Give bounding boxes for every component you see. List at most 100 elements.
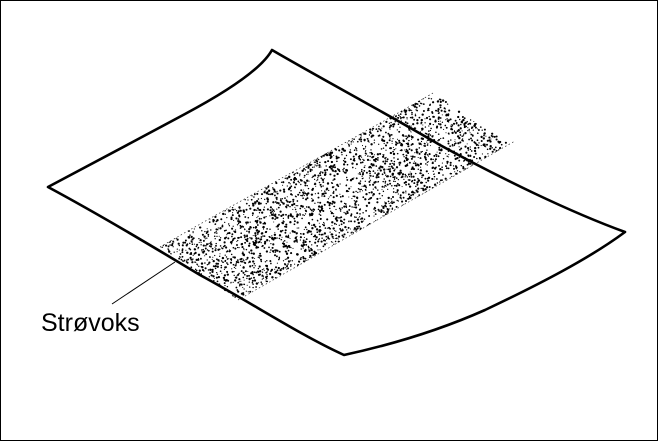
wax-speckle — [276, 225, 279, 228]
wax-speckle — [347, 231, 349, 234]
wax-speckle — [368, 183, 371, 186]
wax-speckle — [357, 187, 360, 190]
wax-speckle — [390, 202, 392, 204]
wax-speckle — [234, 229, 237, 231]
wax-speckle — [411, 111, 413, 114]
wax-speckle — [463, 168, 465, 170]
wax-speckle — [224, 284, 226, 287]
wax-speckle — [438, 146, 441, 149]
wax-speckle — [185, 249, 187, 251]
wax-speckle — [326, 168, 329, 171]
wax-speckle — [315, 159, 317, 162]
wax-speckle — [278, 250, 281, 253]
wax-speckle — [292, 181, 295, 184]
wax-speckle — [233, 274, 235, 277]
wax-speckle — [349, 179, 353, 182]
wax-speckle — [178, 257, 181, 260]
wax-speckle — [437, 171, 441, 175]
wax-speckle — [243, 249, 245, 251]
wax-speckle — [438, 112, 440, 114]
wax-speckle — [359, 218, 362, 220]
wax-speckle — [238, 206, 241, 209]
wax-speckle — [441, 179, 443, 182]
wax-speckle — [309, 230, 312, 233]
wax-speckle — [377, 208, 380, 211]
wax-speckle — [390, 166, 393, 168]
wax-speckle — [362, 196, 365, 199]
wax-speckle — [214, 231, 216, 234]
wax-speckle — [242, 286, 244, 288]
wax-speckle — [351, 198, 353, 200]
wax-speckle — [252, 213, 254, 215]
wax-speckle — [198, 265, 200, 267]
wax-speckle — [323, 221, 325, 224]
wax-speckle — [226, 262, 228, 264]
wax-speckle — [281, 236, 283, 238]
wax-speckle — [247, 216, 250, 219]
wax-speckle — [302, 214, 304, 216]
wax-speckle — [384, 204, 387, 207]
wax-speckle — [352, 155, 355, 158]
wax-speckle — [494, 146, 497, 149]
wax-speckle — [360, 170, 363, 173]
wax-speckle — [330, 151, 334, 154]
wax-speckle — [245, 248, 248, 251]
wax-speckle — [322, 185, 324, 187]
wax-speckle — [334, 229, 336, 232]
wax-speckle — [175, 237, 177, 239]
wax-speckle — [451, 143, 454, 146]
wax-speckle — [421, 172, 423, 174]
wax-speckle — [309, 208, 312, 211]
wax-speckle — [314, 238, 317, 241]
wax-speckle — [375, 176, 378, 179]
wax-speckle — [253, 193, 256, 196]
wax-speckle — [257, 215, 259, 217]
wax-speckle — [451, 175, 453, 178]
wax-speckle — [450, 127, 453, 131]
wax-speckle — [439, 123, 442, 126]
wax-speckle — [375, 220, 377, 222]
wax-speckle — [399, 196, 402, 199]
wax-speckle — [320, 205, 323, 208]
wax-speckle — [398, 139, 401, 142]
wax-speckle — [230, 282, 232, 284]
wax-speckle — [301, 194, 304, 197]
wax-speckle — [331, 169, 334, 172]
wax-speckle — [250, 198, 253, 201]
wax-speckle — [436, 100, 440, 103]
wax-speckle — [394, 180, 396, 183]
wax-speckle — [289, 221, 292, 224]
wax-speckle — [296, 241, 299, 243]
wax-speckle — [246, 256, 249, 259]
wax-speckle — [400, 149, 403, 152]
wax-speckle — [420, 166, 422, 168]
wax-speckle — [403, 135, 405, 137]
wax-speckle — [267, 185, 270, 188]
wax-speckle — [362, 147, 365, 150]
wax-speckle — [445, 165, 447, 168]
wax-speckle — [446, 162, 448, 165]
wax-speckle — [276, 190, 278, 192]
wax-speckle — [255, 282, 259, 285]
wax-speckle — [304, 240, 307, 243]
wax-speckle — [309, 254, 311, 257]
wax-speckle — [261, 268, 264, 271]
wax-speckle — [215, 276, 218, 279]
wax-speckle — [384, 213, 387, 216]
wax-speckle — [346, 142, 348, 144]
wax-speckle — [303, 191, 305, 193]
wax-speckle — [232, 263, 235, 266]
wax-speckle — [413, 160, 415, 162]
wax-speckle — [418, 147, 421, 149]
wax-speckle — [353, 200, 356, 202]
wax-speckle — [271, 235, 273, 237]
wax-speckle — [332, 237, 334, 239]
wax-speckle — [395, 184, 398, 187]
wax-speckle — [302, 189, 304, 191]
wax-speckle — [237, 290, 239, 292]
wax-speckle — [272, 201, 275, 204]
wax-speckle — [261, 193, 263, 196]
wax-speckle — [358, 182, 361, 185]
wax-speckle — [288, 234, 290, 236]
wax-speckle — [368, 198, 370, 201]
